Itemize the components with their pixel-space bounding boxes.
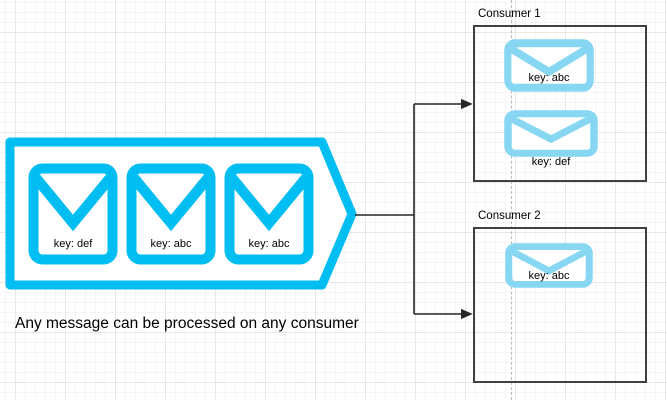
consumer-1-message-envelope[interactable]: key: abc <box>504 39 594 92</box>
diagram-caption: Any message can be processed on any cons… <box>15 315 359 332</box>
envelope-icon <box>504 39 594 92</box>
consumer-1-message-envelope[interactable]: key: def <box>504 110 598 168</box>
consumer-2-title: Consumer 2 <box>478 210 541 222</box>
consumer-1-title: Consumer 1 <box>478 8 541 20</box>
envelope-icon <box>504 110 598 157</box>
arrowhead-consumer-1 <box>461 98 473 110</box>
arrowhead-consumer-2 <box>461 308 473 320</box>
envelope-icon <box>126 163 216 265</box>
message-key-label: key: abc <box>248 238 290 250</box>
queue-message-envelope[interactable]: key: abc <box>126 163 216 265</box>
page-divider-line <box>511 0 512 400</box>
envelope-icon <box>28 163 118 265</box>
envelope-icon <box>505 243 593 288</box>
envelope-icon <box>224 163 314 265</box>
message-key-label: key: def <box>53 238 93 250</box>
consumer-2-message-envelope[interactable]: key: abc <box>505 243 593 288</box>
message-key-label: key: abc <box>528 72 570 84</box>
queue-message-envelope[interactable]: key: def <box>28 163 118 265</box>
message-key-label: key: abc <box>150 238 192 250</box>
consumer-1-box[interactable] <box>473 25 647 182</box>
message-key-label: key: def <box>531 156 571 168</box>
queue-message-envelope[interactable]: key: abc <box>224 163 314 265</box>
message-key-label: key: abc <box>528 270 570 282</box>
consumer-2-box[interactable] <box>473 227 647 383</box>
